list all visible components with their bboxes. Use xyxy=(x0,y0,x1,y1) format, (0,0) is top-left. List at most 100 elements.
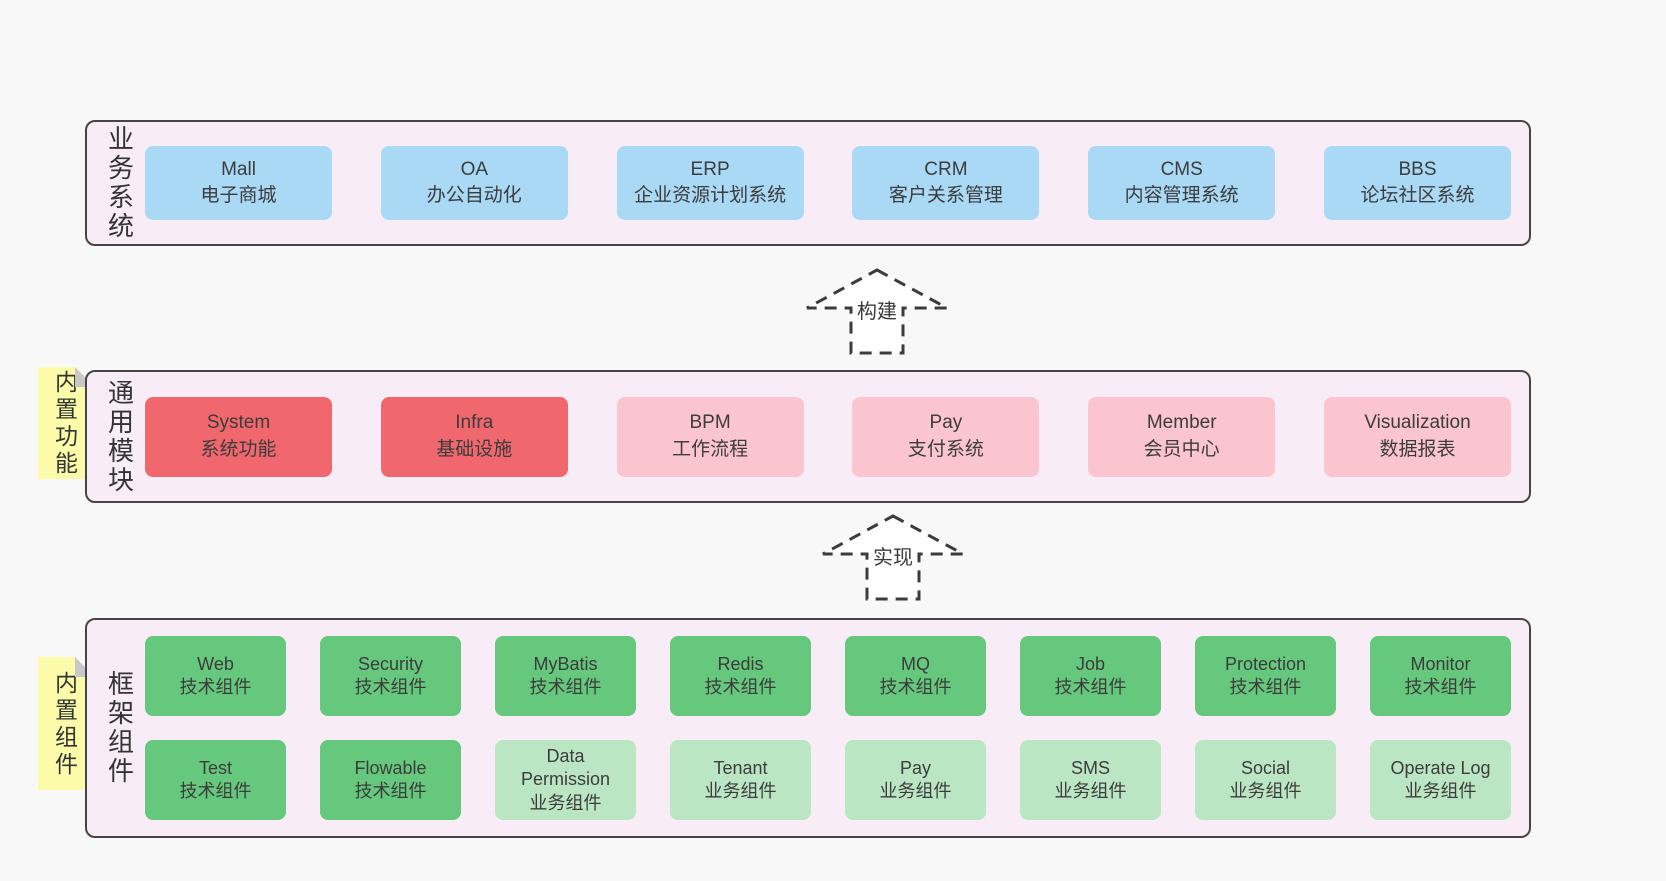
vertical-label-char: 模 xyxy=(107,435,134,466)
box-subtitle: 办公自动化 xyxy=(426,185,522,206)
framework-components-box-job: Job 技术组件 xyxy=(1020,636,1161,716)
box-title: Member xyxy=(1146,412,1217,434)
build-arrow-label: 构建 xyxy=(854,295,900,324)
common-modules-box-system: System 系统功能 xyxy=(145,396,332,477)
box-subtitle: 技术组件 xyxy=(704,677,777,697)
vertical-label-char: 置 xyxy=(55,396,78,422)
box-subtitle: 技术组件 xyxy=(1404,677,1477,697)
vertical-label-char: 务 xyxy=(107,153,134,183)
box-title: Pay xyxy=(929,412,963,434)
vertical-label-char: 块 xyxy=(107,464,134,495)
build-arrow: 构建 xyxy=(797,268,957,356)
framework-components-box-redis: Redis 技术组件 xyxy=(670,636,811,716)
box-subtitle: 数据报表 xyxy=(1379,438,1456,460)
implement-arrow: 实现 xyxy=(813,514,973,602)
box-subtitle: 企业资源计划系统 xyxy=(634,185,787,206)
box-title: CMS xyxy=(1160,158,1203,180)
vertical-label-char: 件 xyxy=(55,750,78,777)
framework-components-box-mq: MQ 技术组件 xyxy=(845,636,986,716)
box-title: Operate Log xyxy=(1390,757,1491,778)
box-title: Mall xyxy=(221,158,256,180)
box-subtitle: 技术组件 xyxy=(354,677,427,697)
business-systems-box-cms: CMS 内容管理系统 xyxy=(1088,146,1276,220)
box-title: BPM xyxy=(689,412,731,434)
box-title: OA xyxy=(460,158,489,180)
box-subtitle: 论坛社区系统 xyxy=(1360,185,1475,206)
framework-components-box-social: Social 业务组件 xyxy=(1195,740,1336,820)
box-subtitle: 技术组件 xyxy=(1229,677,1302,697)
box-title: CRM xyxy=(924,158,968,180)
vertical-label-char: 框 xyxy=(107,669,134,699)
box-subtitle: 技术组件 xyxy=(529,677,602,697)
box-subtitle: 系统功能 xyxy=(200,438,277,460)
common-modules-label: 通用模块 xyxy=(99,372,143,501)
framework-components-box-protection: Protection 技术组件 xyxy=(1195,636,1336,716)
box-title: Social xyxy=(1240,757,1291,778)
box-title: Infra xyxy=(455,412,494,434)
vertical-label-char: 置 xyxy=(55,696,78,723)
box-subtitle: 技术组件 xyxy=(879,677,952,697)
box-subtitle: 业务组件 xyxy=(1054,781,1127,801)
vertical-label-char: 功 xyxy=(55,423,78,449)
box-title: SMS xyxy=(1070,757,1110,778)
vertical-label-char: 架 xyxy=(107,698,134,728)
box-title: Protection xyxy=(1224,653,1307,674)
framework-components-box-sms: SMS 业务组件 xyxy=(1020,740,1161,820)
box-subtitle: 业务组件 xyxy=(704,781,777,801)
vertical-label-char: 能 xyxy=(55,450,78,476)
box-subtitle: 工作流程 xyxy=(672,438,749,460)
business-systems-box-mall: Mall 电子商城 xyxy=(145,146,332,220)
box-subtitle: 技术组件 xyxy=(179,781,252,801)
vertical-label-char: 内 xyxy=(55,669,78,696)
box-subtitle: 支付系统 xyxy=(907,438,984,460)
framework-components-box-tenant: Tenant 业务组件 xyxy=(670,740,811,820)
common-modules-box-pay: Pay 支付系统 xyxy=(852,396,1040,477)
box-subtitle: 技术组件 xyxy=(1054,677,1127,697)
common-modules-box-member: Member 会员中心 xyxy=(1088,396,1276,477)
box-subtitle: 电子商城 xyxy=(200,185,277,206)
box-subtitle: 技术组件 xyxy=(354,781,427,801)
vertical-label-char: 统 xyxy=(107,211,134,241)
box-subtitle: 内容管理系统 xyxy=(1124,185,1239,206)
box-title: System xyxy=(206,412,271,434)
box-title: BBS xyxy=(1398,158,1437,180)
box-title: Data Permission xyxy=(520,745,611,790)
framework-components-label: 框架组件 xyxy=(99,620,143,836)
vertical-label-char: 用 xyxy=(107,406,134,437)
box-title: MQ xyxy=(901,653,930,674)
vertical-label-char: 系 xyxy=(107,182,134,212)
box-subtitle: 会员中心 xyxy=(1143,438,1220,460)
box-title: Test xyxy=(198,757,232,778)
business-systems-box-bbs: BBS 论坛社区系统 xyxy=(1323,146,1511,220)
box-title: Monitor xyxy=(1410,653,1471,674)
box-title: Redis xyxy=(717,653,764,674)
vertical-label-char: 内 xyxy=(55,369,78,395)
box-title: Tenant xyxy=(713,757,768,778)
box-title: Flowable xyxy=(354,757,427,778)
framework-components-box-operate-log: Operate Log 业务组件 xyxy=(1370,740,1511,820)
box-subtitle: 技术组件 xyxy=(179,677,252,697)
implement-arrow-label: 实现 xyxy=(870,541,916,570)
box-subtitle: 业务组件 xyxy=(1229,781,1302,801)
framework-components-box-test: Test 技术组件 xyxy=(145,740,286,820)
box-title: Job xyxy=(1075,653,1106,674)
box-subtitle: 业务组件 xyxy=(1404,781,1477,801)
framework-components-box-monitor: Monitor 技术组件 xyxy=(1370,636,1511,716)
